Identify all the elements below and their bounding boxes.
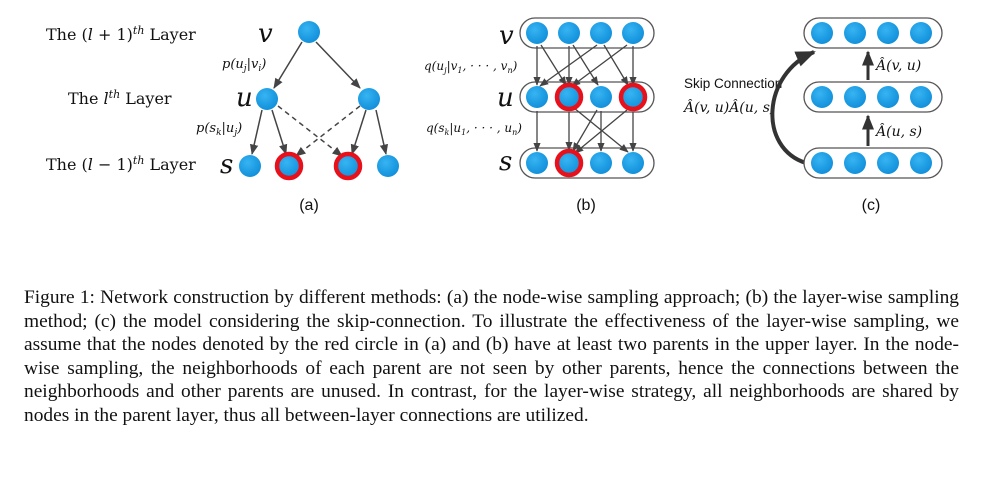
edge-b-u4-s2	[574, 109, 628, 154]
node-b-s2-highlight	[554, 148, 584, 178]
bar-c-mid	[803, 81, 943, 113]
node-a-s4	[377, 155, 399, 177]
node-c-mid2	[844, 86, 866, 108]
node-b-s4	[622, 152, 644, 174]
layer-top-label: The (l + 1)th Layer	[46, 24, 196, 44]
caption-a: (a)	[299, 197, 319, 214]
edges-a	[249, 41, 389, 157]
skip-formula: Â(v, u)Â(u, s)	[682, 98, 775, 116]
node-c-mid4	[910, 86, 932, 108]
caption-b: (b)	[576, 197, 596, 214]
node-c-mid1	[811, 86, 833, 108]
node-c-top3	[877, 22, 899, 44]
var-u-b: u	[497, 83, 514, 113]
edge-a-u2-s3	[350, 109, 367, 156]
edge-a-v-u2	[315, 41, 361, 89]
node-c-top4	[910, 22, 932, 44]
edge-a-u2-s2-dashed	[295, 105, 361, 157]
var-u-a: u	[236, 83, 253, 113]
layer-bot-label: The (l − 1)th Layer	[46, 154, 196, 174]
edge-label-bot: Â(u, s)	[874, 122, 922, 140]
edge-a-u1-s3-dashed	[277, 105, 343, 157]
figure-diagram: The (l + 1)th Layer The lth Layer The (l…	[46, 17, 943, 214]
panel-c: Skip Connection Â(v, u)Â(u, s) Â(v, u) Â…	[682, 17, 943, 214]
edge-a-u1-s2	[271, 109, 288, 156]
edge-b-v2-u3	[572, 44, 599, 86]
prob-top-a: p(uj|vi)	[222, 57, 266, 74]
edge-a-u2-s4	[375, 109, 389, 156]
skip-connection-label: Skip Connection	[684, 76, 782, 91]
node-c-bot2	[844, 152, 866, 174]
panel-a: The (l + 1)th Layer The lth Layer The (l…	[46, 19, 399, 214]
edge-b-u2-s4	[573, 107, 629, 153]
var-s-b: s	[499, 147, 512, 177]
panel-b: v u s q(uj|v1, · · · , vn) q(sk|u1, · · …	[424, 17, 655, 214]
node-b-v2	[558, 22, 580, 44]
node-a-s3-highlight	[333, 151, 363, 181]
node-c-bot1	[811, 152, 833, 174]
node-b-v1	[526, 22, 548, 44]
prob-bot-b: q(sk|u1, · · · , un)	[426, 121, 522, 137]
prob-bot-a: p(sk|uj)	[196, 121, 242, 138]
node-a-u2	[358, 88, 380, 110]
node-a-u1	[256, 88, 278, 110]
bar-b-v	[519, 17, 655, 49]
edge-b-v3-u4	[603, 44, 629, 86]
node-c-top1	[811, 22, 833, 44]
node-c-top2	[844, 22, 866, 44]
node-b-s1	[526, 152, 548, 174]
node-a-s1	[239, 155, 261, 177]
edge-a-v-u1	[273, 41, 303, 89]
edge-label-top: Â(v, u)	[874, 56, 921, 74]
node-b-u2-highlight	[554, 82, 584, 112]
var-v-a: v	[258, 19, 273, 49]
edges-b-top	[533, 44, 637, 87]
var-v-b: v	[499, 21, 514, 51]
edge-b-v1-u2	[540, 44, 567, 86]
node-b-s3	[590, 152, 612, 174]
caption-c: (c)	[862, 197, 881, 214]
edge-b-u3-s2	[572, 109, 598, 152]
bar-c-bot	[803, 147, 943, 179]
node-b-u4-highlight	[618, 82, 648, 112]
bar-b-s	[519, 147, 655, 179]
node-b-v4	[622, 22, 644, 44]
var-s-a: s	[220, 150, 233, 180]
node-b-u1	[526, 86, 548, 108]
bar-b-u	[519, 81, 655, 113]
prob-top-b: q(uj|v1, · · · , vn)	[424, 59, 518, 75]
edge-b-v4-u2	[571, 44, 628, 87]
layer-mid-label: The lth Layer	[68, 88, 172, 108]
node-c-bot3	[877, 152, 899, 174]
node-b-v3	[590, 22, 612, 44]
edges-b-bottom	[533, 107, 637, 154]
figure-caption: Figure 1: Network construction by differ…	[24, 287, 959, 426]
node-c-mid3	[877, 86, 899, 108]
skip-connection-arrow	[770, 50, 816, 165]
node-a-s2-highlight	[274, 151, 304, 181]
edge-b-v3-u1	[539, 44, 598, 87]
node-b-u3	[590, 86, 612, 108]
node-a-v	[298, 21, 320, 43]
node-c-bot4	[910, 152, 932, 174]
edge-a-u1-s1	[249, 109, 263, 156]
bar-c-top	[803, 17, 943, 49]
